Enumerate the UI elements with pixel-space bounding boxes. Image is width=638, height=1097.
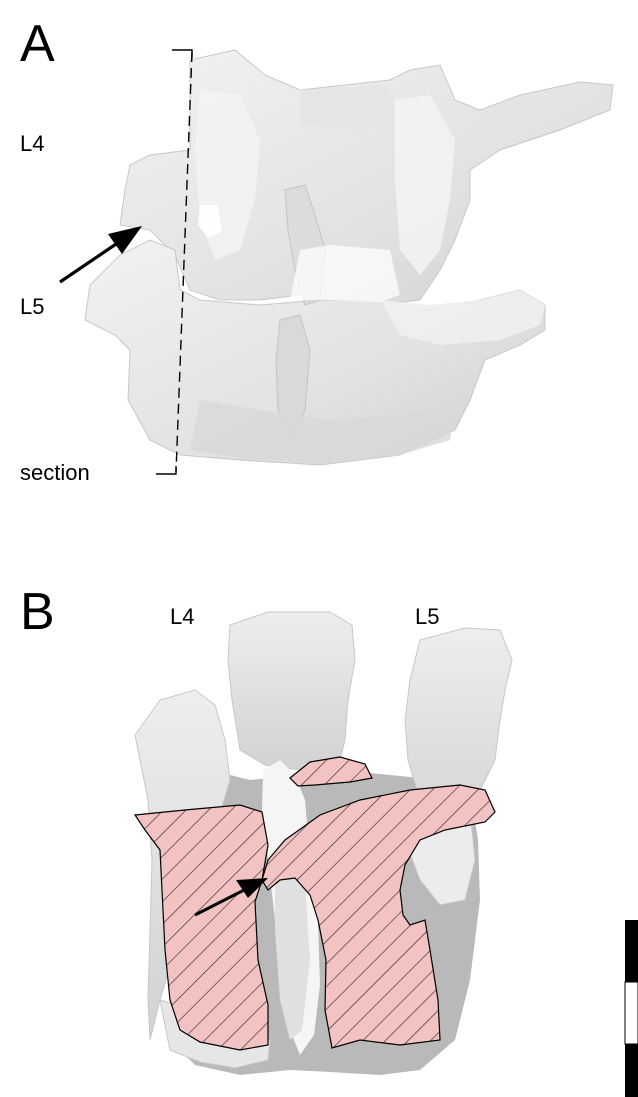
panel-a-label-l4: L4 — [20, 133, 44, 155]
panel-b-letter: B — [20, 586, 55, 638]
scale-bar — [625, 920, 638, 1097]
panel-a-letter: A — [20, 18, 55, 70]
panel-b-label-l5: L5 — [415, 606, 439, 628]
panel-a-vertebrae-render — [85, 50, 613, 465]
panel-a-label-section: section — [20, 462, 90, 484]
panel-a-label-l5: L5 — [20, 296, 44, 318]
panel-b-label-l4: L4 — [170, 606, 194, 628]
